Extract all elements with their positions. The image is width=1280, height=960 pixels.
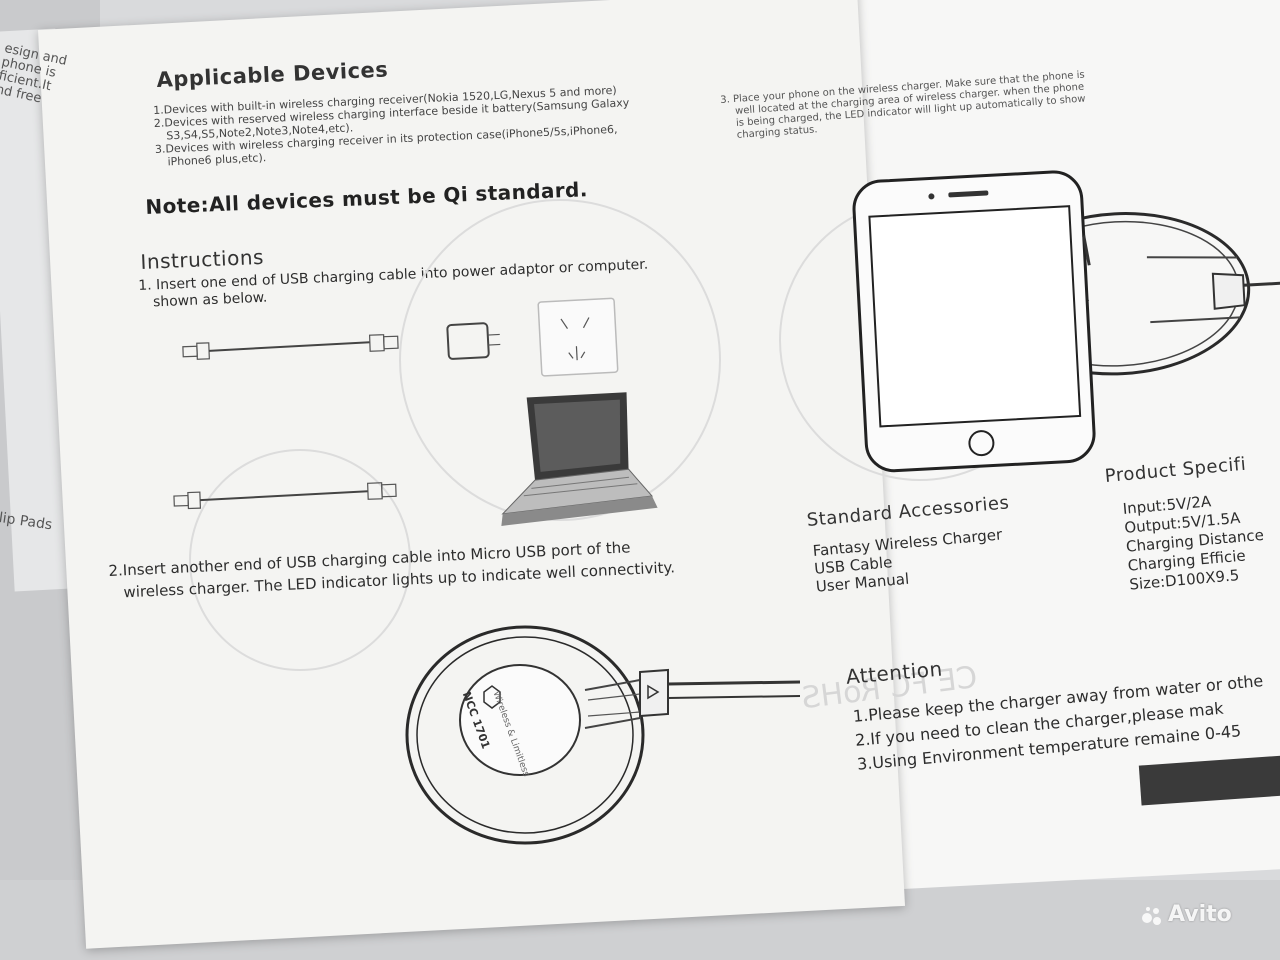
- usb-cable-icon: [182, 334, 399, 360]
- laptop-icon: [501, 392, 658, 526]
- watermark: Avito: [1168, 902, 1232, 927]
- wall-socket-icon: [537, 297, 619, 377]
- usb-cable-icon: [173, 482, 397, 510]
- phone-on-charger-illustration: [852, 170, 1280, 473]
- avito-logo-icon: [1142, 907, 1161, 925]
- power-adapter-icon: [446, 322, 501, 360]
- wireless-charger-icon: [405, 625, 801, 845]
- spec-list: Input:5V/2A Output:5V/1.5A Charging Dist…: [1122, 488, 1268, 595]
